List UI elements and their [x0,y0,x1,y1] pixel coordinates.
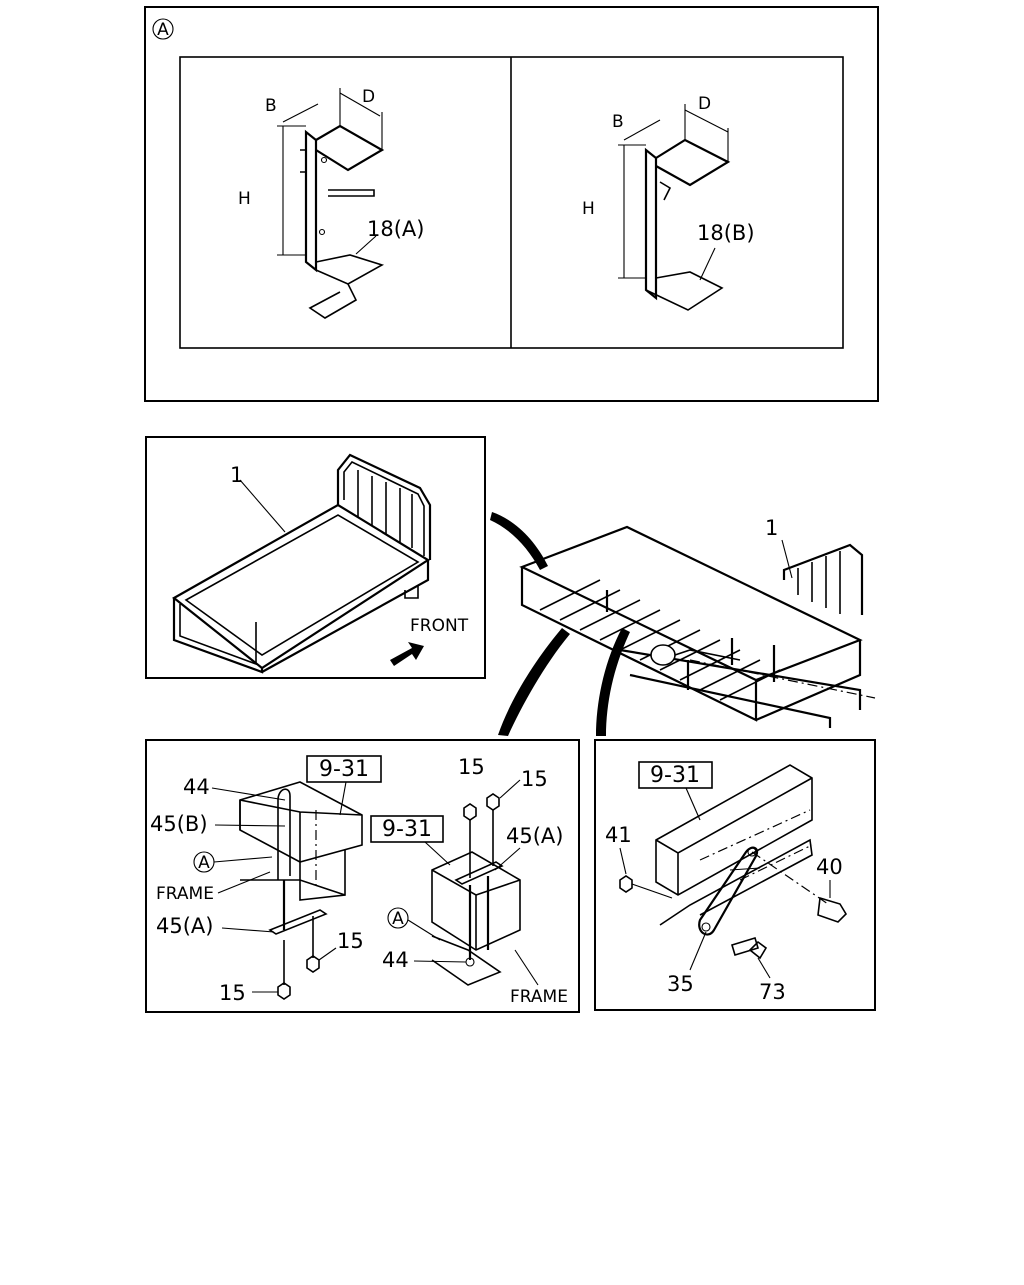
marker-a-mid: A [392,909,404,929]
leader-44-mid [413,960,467,963]
part-label-15-left-b: 15 [219,981,246,1005]
part-label-18b: 18(B) [697,221,755,245]
ref-leader-right [685,787,701,821]
marker-a-left: A [198,853,210,873]
part-label-35: 35 [667,972,694,996]
part-label-15-mid-a: 15 [458,755,485,779]
part-label-44-left: 44 [183,775,210,799]
u-bolt-mount-mid [431,793,521,986]
leader-44-left [211,787,286,801]
bracket-18a-dimensions [277,88,383,256]
part-label-45a-left: 45(A) [156,914,213,938]
detail-a-marker: A [157,20,169,40]
part-label-45b: 45(B) [150,812,208,836]
bracket-link-assembly [619,764,848,960]
dim-d-left: D [362,87,375,107]
marker-a-mid-circle [387,907,409,929]
leader-73 [757,957,771,979]
detail-a-marker-circle [152,18,174,40]
chassis-view: 1 [490,512,876,736]
part-label-1-chassis: 1 [765,516,778,540]
leader-35 [689,931,707,971]
ref-leader-left [339,781,347,816]
leader-marker-a-left [213,856,273,863]
part-label-41: 41 [605,823,632,847]
dim-b-left: B [265,96,277,116]
ref-box-9-31-mid [370,815,444,843]
cargo-body-drawing [172,453,432,674]
dim-b-right: B [612,112,624,132]
mount-detail-right-panel: 9-31 41 40 35 73 [594,739,876,1011]
callout-curve-left [498,628,570,736]
part-label-73: 73 [759,980,786,1004]
leader-45a-left [221,927,275,933]
leader-15-mid-b [499,779,521,799]
ref-9-31-right: 9-31 [650,763,700,788]
truck-bed-assembly [519,525,876,728]
ref-leader-mid [424,841,451,866]
frame-label-mid: FRAME [510,987,568,1007]
part-label-15-left-a: 15 [337,929,364,953]
leader-marker-a-mid [407,919,441,941]
ref-box-9-31-right [638,761,713,789]
part-label-15-mid-b: 15 [521,767,548,791]
front-label: FRONT [410,616,469,636]
leader-frame-left [217,871,271,894]
part-1-leader-chassis [781,539,793,579]
leader-45a-mid [494,847,521,871]
body-view-border [145,436,486,679]
part-label-45a-mid: 45(A) [506,824,563,848]
part-label-18a: 18(A) [367,217,424,241]
callout-curve-right [596,628,630,736]
body-view-panel: 1 FRONT [145,436,486,679]
dim-d-right: D [698,94,711,114]
ref-9-31-left: 9-31 [319,757,369,782]
mount-detail-right-border [594,739,876,1011]
front-arrow-icon [390,642,424,666]
leader-45b [214,824,286,827]
leader-frame-mid [514,949,539,986]
callout-curve-top [490,512,548,570]
dim-h-right: H [582,199,595,219]
bracket-18b-dimensions [618,104,729,281]
leader-41 [619,847,627,875]
ref-box-9-31-left [306,755,382,783]
frame-label-left: FRAME [156,884,214,904]
part-label-40: 40 [816,855,843,879]
detail-a-panel: A B D H 18(A) [144,6,879,402]
mount-detail-left-panel: 9-31 44 45(B) A FRAME 45(A) 15 15 [145,739,580,1013]
u-bolt-mount-left [239,781,363,1000]
leader-15-left-a [318,947,337,961]
part-label-44-mid: 44 [382,948,409,972]
dim-h-left: H [238,189,251,209]
part-label-1-body: 1 [230,463,243,487]
ref-9-31-mid: 9-31 [382,817,432,842]
part-1-leader-body [239,479,286,533]
mount-detail-left-border [145,739,580,1013]
detail-a-border [144,6,879,402]
